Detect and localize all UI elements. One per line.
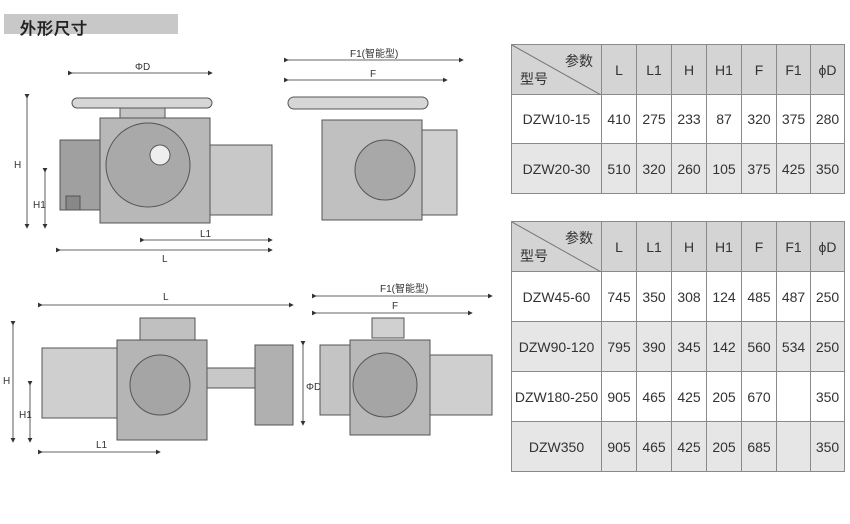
value-cell: 260 — [671, 143, 707, 194]
model-cell: DZW45-60 — [511, 271, 602, 322]
col-header: L — [601, 44, 637, 95]
value-cell: 375 — [741, 143, 777, 194]
table-row: DZW90-120 795 390 345 142 560 534 250 — [511, 321, 845, 372]
model-header: 型号 — [520, 248, 548, 264]
col-header: ϕD — [810, 221, 845, 272]
value-cell: 308 — [671, 271, 707, 322]
value-cell: 205 — [706, 421, 742, 472]
value-cell: 905 — [601, 421, 637, 472]
value-cell: 250 — [810, 271, 845, 322]
value-cell: 280 — [810, 94, 845, 144]
value-cell: 320 — [741, 94, 777, 144]
dim-F1-label: F1(智能型) — [380, 282, 428, 295]
actuator-front-view — [59, 97, 273, 224]
value-cell: 233 — [671, 94, 707, 144]
model-cell: DZW90-120 — [511, 321, 602, 372]
value-cell: 685 — [741, 421, 777, 472]
value-cell: 795 — [601, 321, 637, 372]
dim-L-label: L — [162, 254, 168, 265]
col-header: ϕD — [810, 44, 845, 95]
dim-H-label: H — [3, 376, 10, 387]
value-cell: 465 — [636, 371, 672, 422]
model-cell: DZW10-15 — [511, 94, 602, 144]
dim-H-label: H — [14, 160, 21, 171]
value-cell — [776, 421, 811, 472]
dim-L-label: L — [163, 292, 169, 303]
value-cell: 250 — [810, 321, 845, 372]
actuator-side-view — [287, 96, 458, 221]
table-row: DZW45-60 745 350 308 124 485 487 250 — [511, 271, 845, 322]
value-cell: 205 — [706, 371, 742, 422]
col-header: H1 — [706, 44, 742, 95]
value-cell: 485 — [741, 271, 777, 322]
value-cell: 350 — [636, 271, 672, 322]
model-cell: DZW20-30 — [511, 143, 602, 194]
value-cell: 375 — [776, 94, 811, 144]
table-row: DZW10-15 410 275 233 87 320 375 280 — [511, 94, 845, 144]
param-header: 参数 — [565, 53, 593, 69]
col-header: L1 — [636, 221, 672, 272]
model-header: 型号 — [520, 71, 548, 87]
value-cell: 425 — [671, 421, 707, 472]
value-cell: 124 — [706, 271, 742, 322]
value-cell: 87 — [706, 94, 742, 144]
corner-header: 参数 型号 — [511, 44, 602, 95]
value-cell: 142 — [706, 321, 742, 372]
col-header: F — [741, 221, 777, 272]
dim-F1-label: F1(智能型) — [350, 47, 398, 60]
col-header: L1 — [636, 44, 672, 95]
actuator-end-view — [319, 317, 493, 436]
actuator-horizontal-view — [41, 317, 294, 441]
section-title-bar: 外形尺寸 — [4, 14, 178, 38]
table-row: DZW180-250 905 465 425 205 670 350 — [511, 371, 845, 422]
dim-phiD-label: ΦD — [135, 62, 150, 73]
value-cell — [776, 371, 811, 422]
value-cell: 465 — [636, 421, 672, 472]
model-cell: DZW350 — [511, 421, 602, 472]
col-header: H — [671, 44, 707, 95]
value-cell: 487 — [776, 271, 811, 322]
dim-F-label: F — [392, 301, 398, 312]
value-cell: 425 — [776, 143, 811, 194]
value-cell: 345 — [671, 321, 707, 372]
value-cell: 534 — [776, 321, 811, 372]
dim-F-label: F — [370, 69, 376, 80]
col-header: H — [671, 221, 707, 272]
col-header: L — [601, 221, 637, 272]
value-cell: 410 — [601, 94, 637, 144]
value-cell: 425 — [671, 371, 707, 422]
value-cell: 510 — [601, 143, 637, 194]
param-header: 参数 — [565, 230, 593, 246]
spec-table-small-models: 参数 型号 L L1 H H1 F F1 ϕD DZW10-15 410 275… — [511, 44, 845, 194]
corner-header: 参数 型号 — [511, 221, 602, 272]
dim-H1-label: H1 — [33, 200, 46, 211]
table-row: DZW20-30 510 320 260 105 375 425 350 — [511, 143, 845, 194]
table-row: DZW350 905 465 425 205 685 350 — [511, 421, 845, 472]
col-header: F — [741, 44, 777, 95]
value-cell: 275 — [636, 94, 672, 144]
value-cell: 905 — [601, 371, 637, 422]
col-header: F1 — [776, 44, 811, 95]
value-cell: 560 — [741, 321, 777, 372]
value-cell: 390 — [636, 321, 672, 372]
section-title: 外形尺寸 — [20, 21, 89, 38]
dim-L1-label: L1 — [200, 229, 212, 240]
dim-H1-label: H1 — [19, 410, 32, 421]
value-cell: 350 — [810, 371, 845, 422]
dim-phiD-label: ΦD — [306, 382, 321, 393]
value-cell: 670 — [741, 371, 777, 422]
value-cell: 105 — [706, 143, 742, 194]
value-cell: 350 — [810, 143, 845, 194]
col-header: F1 — [776, 221, 811, 272]
dimension-drawings: ΦD H H1 L1 L F1(智能型) F L H H1 L1 ΦD — [3, 47, 493, 455]
spec-table-large-models: 参数 型号 L L1 H H1 F F1 ϕD DZW45-60 745 350… — [511, 221, 845, 472]
col-header: H1 — [706, 221, 742, 272]
value-cell: 350 — [810, 421, 845, 472]
dim-L1-label: L1 — [96, 440, 108, 451]
model-cell: DZW180-250 — [511, 371, 602, 422]
value-cell: 745 — [601, 271, 637, 322]
value-cell: 320 — [636, 143, 672, 194]
